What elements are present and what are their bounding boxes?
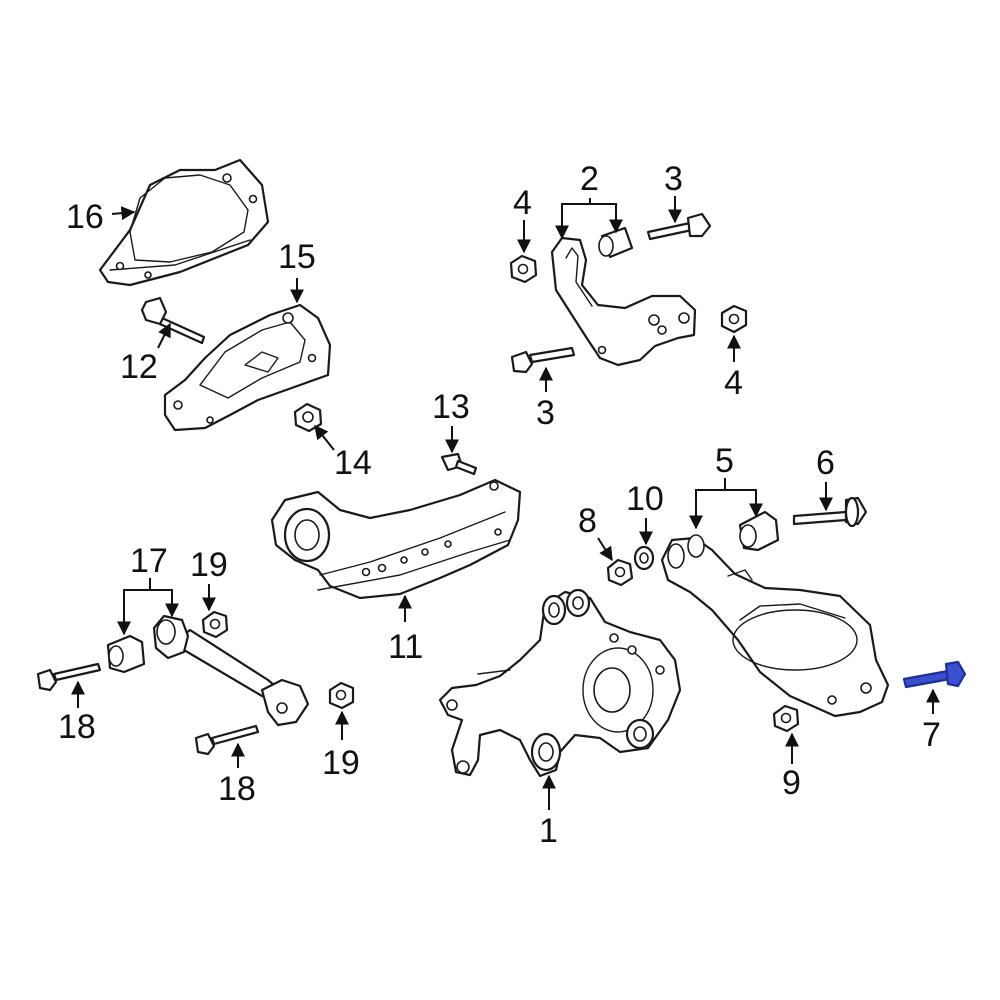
part-5-bushing[interactable] — [738, 510, 780, 552]
callout-3-bottom: 3 — [536, 394, 555, 432]
callout-17: 17 — [130, 542, 168, 580]
callout-12: 12 — [120, 348, 158, 386]
callout-13: 13 — [432, 388, 470, 426]
part-17-bushing[interactable] — [106, 634, 146, 674]
part-6-bolt[interactable] — [792, 496, 868, 528]
part-11-lateral-arm[interactable] — [270, 478, 522, 600]
part-8-nut[interactable] — [606, 558, 634, 587]
callout-numbers: 16 15 12 14 2 3 4 3 4 13 11 5 6 8 10 1 9… — [58, 160, 941, 850]
callout-10: 10 — [626, 480, 664, 518]
part-10-washer[interactable] — [633, 545, 655, 571]
part-3-bolt-lower[interactable] — [510, 346, 576, 374]
callout-4-top: 4 — [513, 184, 532, 222]
part-17-toe-link[interactable] — [152, 614, 310, 727]
callout-19-bottom: 19 — [322, 744, 360, 782]
callout-15: 15 — [278, 238, 316, 276]
callout-4-bottom: 4 — [724, 364, 743, 402]
leader-lines — [71, 196, 940, 810]
callout-9: 9 — [782, 764, 801, 802]
part-19-nut-lower[interactable] — [328, 681, 355, 710]
callout-3-top: 3 — [664, 160, 683, 198]
callout-5: 5 — [715, 442, 734, 480]
callout-2: 2 — [580, 160, 599, 198]
part-9-nut[interactable] — [772, 704, 800, 733]
part-12-bolt[interactable] — [140, 296, 206, 345]
part-1-knuckle[interactable] — [438, 588, 682, 778]
callout-7: 7 — [922, 716, 941, 754]
callout-14: 14 — [334, 444, 372, 482]
part-5-lower-arm[interactable] — [660, 534, 890, 718]
part-2-upper-arm[interactable] — [550, 236, 697, 367]
callout-19-top: 19 — [190, 546, 228, 584]
callout-8: 8 — [578, 502, 597, 540]
part-15-bracket[interactable] — [163, 303, 332, 432]
part-14-nut[interactable] — [293, 402, 323, 433]
part-18-bolt-lower[interactable] — [194, 724, 260, 756]
callout-18-left: 18 — [58, 708, 96, 746]
part-16-cover[interactable] — [98, 158, 270, 287]
callout-1: 1 — [539, 812, 558, 850]
part-18-bolt-left[interactable] — [36, 662, 102, 692]
part-19-nut-upper[interactable] — [201, 610, 229, 639]
callout-11: 11 — [388, 628, 423, 666]
callout-6: 6 — [816, 444, 835, 482]
part-4-nut-left[interactable] — [509, 254, 538, 284]
part-3-bolt-upper[interactable] — [646, 212, 712, 241]
part-4-nut-right[interactable] — [720, 304, 748, 334]
part-7-bolt-highlighted[interactable] — [902, 660, 967, 689]
callout-18-lower: 18 — [218, 770, 256, 808]
callout-16: 16 — [66, 198, 104, 236]
part-2-bushing[interactable] — [598, 226, 634, 259]
part-13-bolt[interactable] — [440, 452, 478, 476]
